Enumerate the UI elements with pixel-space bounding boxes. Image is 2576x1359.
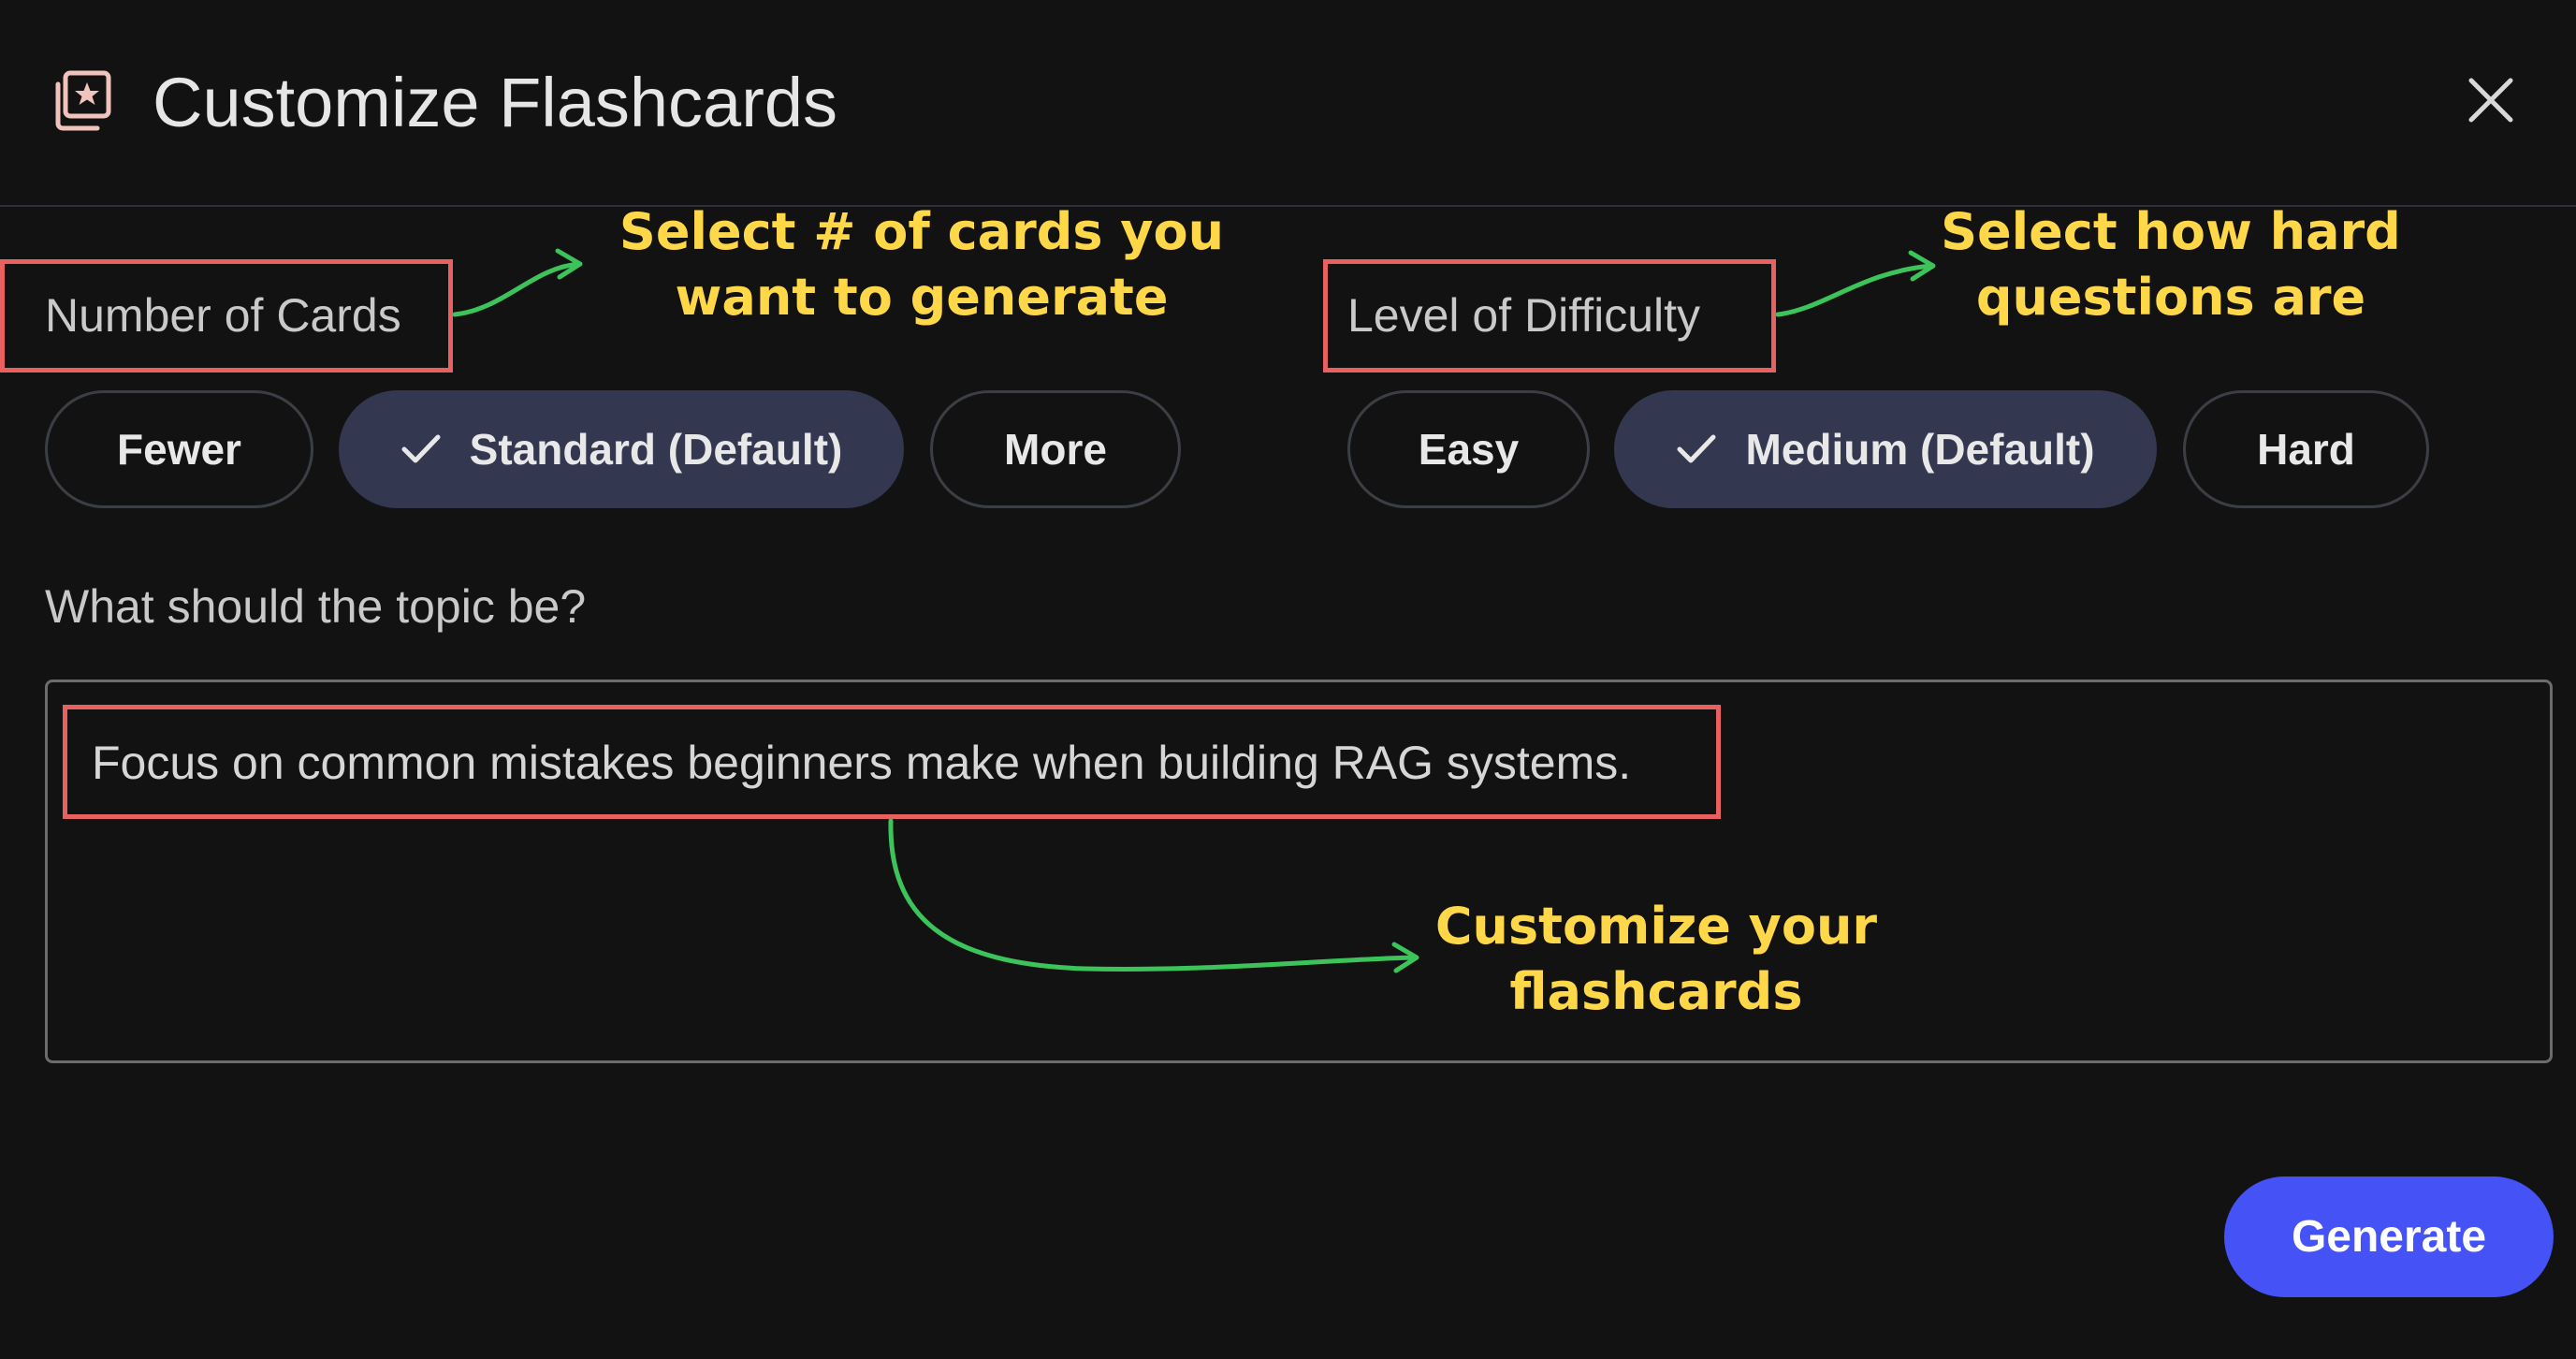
chip-easy[interactable]: Easy	[1347, 390, 1590, 508]
chip-label: More	[1004, 425, 1107, 474]
arrow-to-cards-note	[452, 261, 583, 317]
dialog-title: Customize Flashcards	[153, 64, 838, 141]
annotation-line: flashcards	[1509, 962, 1803, 1021]
checkmark-icon	[400, 432, 442, 466]
close-icon	[2468, 78, 2513, 123]
annotation-topic-note: Customize your flashcards	[1422, 894, 1890, 1025]
checkmark-icon	[1676, 432, 1717, 466]
annotation-difficulty-note: Select how hard questions are	[1928, 199, 2414, 330]
chip-hard[interactable]: Hard	[2183, 390, 2429, 508]
annotation-highlight-difficulty	[1323, 259, 1776, 373]
annotation-highlight-topic	[63, 705, 1721, 819]
annotation-line: Select # of cards you	[619, 202, 1225, 261]
topic-label: What should the topic be?	[45, 580, 587, 633]
annotation-line: questions are	[1975, 268, 2366, 327]
chip-medium[interactable]: Medium (Default)	[1614, 390, 2157, 508]
annotation-line: want to generate	[675, 268, 1169, 327]
annotation-line: Customize your	[1434, 897, 1878, 956]
arrow-head-cards	[555, 248, 583, 280]
chip-label: Fewer	[117, 425, 241, 474]
chip-fewer[interactable]: Fewer	[45, 390, 313, 508]
chip-label: Hard	[2257, 425, 2355, 474]
annotation-line: Select how hard	[1941, 202, 2401, 261]
chip-label: Medium (Default)	[1745, 425, 2095, 474]
chip-more[interactable]: More	[930, 390, 1181, 508]
topic-input-value: Focus on common mistakes beginners make …	[92, 737, 1632, 789]
number-of-cards-label: Number of Cards	[45, 289, 401, 342]
annotation-cards-note: Select # of cards you want to generate	[613, 199, 1230, 330]
generate-button[interactable]: Generate	[2224, 1176, 2554, 1297]
chip-label: Standard (Default)	[469, 425, 843, 474]
annotation-highlight-cards	[0, 259, 453, 373]
chip-standard[interactable]: Standard (Default)	[339, 390, 904, 508]
difficulty-label: Level of Difficulty	[1347, 289, 1701, 342]
flashcard-stack-icon	[49, 69, 114, 135]
chip-label: Easy	[1418, 425, 1520, 474]
arrow-to-difficulty-note	[1775, 263, 1935, 317]
header-divider	[0, 205, 2576, 207]
close-button[interactable]	[2461, 70, 2521, 130]
